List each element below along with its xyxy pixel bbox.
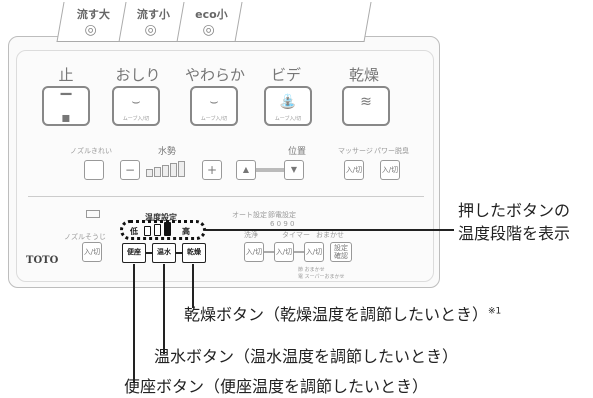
divider	[28, 196, 424, 197]
stop-icon: ▔▪	[60, 94, 72, 126]
seat-temp-button[interactable]: 便座	[122, 243, 146, 263]
position-down-button[interactable]: ▼	[284, 160, 304, 180]
dry-callout-line	[192, 264, 194, 308]
note-omakase: 節 おまかせ	[298, 267, 325, 273]
dry-wind-icon: ≋	[360, 94, 372, 110]
seat-callout-line	[133, 264, 135, 382]
nozzle-souji-button[interactable]: 入/切	[82, 242, 102, 262]
power-save-setting-label: 節電設定	[268, 211, 296, 219]
stop-button[interactable]: ▔▪	[42, 86, 90, 126]
massage-onoff-button[interactable]: 入/切	[344, 160, 364, 180]
wash-label: 洗浄	[244, 231, 258, 239]
yawaraka-button[interactable]: ⌣ ムーブ入/切	[190, 86, 238, 126]
dry-temp-button[interactable]: 乾燥	[182, 243, 206, 263]
timer-button[interactable]: 入/切	[274, 242, 294, 262]
water-callout-line	[163, 264, 165, 354]
position-slider-bar	[256, 168, 284, 172]
omakase-label: おまかせ	[316, 231, 344, 239]
water-minus-button[interactable]: −	[120, 160, 140, 180]
auto-wash-button[interactable]: 入/切	[244, 242, 264, 262]
battery-icon	[86, 210, 100, 218]
flush-eco-label: eco小	[195, 8, 228, 21]
temp-high-label: 高	[182, 227, 190, 236]
flush-big-label: 流す大	[76, 8, 110, 21]
bidet-spray-icon: ⛲	[279, 94, 297, 110]
temp-level-indicator	[144, 222, 178, 237]
yawaraka-label: やわらか	[184, 66, 245, 84]
temp-level-callout-line	[206, 229, 454, 231]
flush-blank-tab	[234, 2, 372, 42]
swirl-icon: ◎	[84, 22, 97, 38]
temp-level-callout: 押したボタンの 温度段階を表示	[458, 201, 571, 243]
oshiri-button[interactable]: ⌣ ムーブ入/切	[112, 86, 160, 126]
massage-label: マッサージ	[338, 147, 373, 155]
temp-level-highlight	[120, 220, 206, 240]
bidet-button[interactable]: ⛲ ムーブ入/切	[264, 86, 312, 126]
flush-small-label: 流す小	[136, 8, 170, 21]
temp-setting-label: 温度設定	[145, 213, 177, 222]
flush-small-button[interactable]: 流す小 ◎	[118, 2, 186, 42]
swirl-icon: ◎	[144, 22, 157, 38]
nozzle-souji-label: ノズルそうじ	[64, 233, 106, 241]
seat-button-callout: 便座ボタン（便座温度を調節したいとき）	[124, 377, 429, 396]
six-ninety-label: 6 0 9 0	[270, 220, 295, 228]
timer-label: タイマー	[282, 231, 310, 239]
dry-footnote-mark: ※1	[488, 306, 502, 317]
water-temp-button[interactable]: 温水	[152, 243, 176, 263]
connector	[294, 251, 304, 253]
connector	[264, 251, 274, 253]
setting-confirm-button[interactable]: 設定 確認	[330, 242, 352, 262]
bidet-label: ビデ	[270, 66, 301, 84]
power-deodorize-label: パワー脱臭	[374, 147, 409, 155]
water-button-callout: 温水ボタン（温水温度を調節したいとき）	[154, 347, 459, 366]
toto-logo: TOTO	[26, 255, 59, 266]
auto-setting-label: オート設定	[232, 211, 267, 219]
flush-tabs: 流す大 ◎ 流す小 ◎ eco小 ◎	[56, 2, 372, 44]
water-pressure-label: 水勢	[158, 147, 177, 157]
oshiri-spray-icon: ⌣	[131, 94, 141, 110]
deodorize-onoff-button[interactable]: 入/切	[380, 160, 400, 180]
dry-button[interactable]: ≋	[342, 86, 390, 126]
dry-button-callout: 乾燥ボタン（乾燥温度を調節したいとき）※1	[184, 301, 501, 325]
temp-connector	[146, 252, 152, 254]
temp-low-label: 低	[130, 227, 138, 236]
flush-eco-button[interactable]: eco小 ◎	[176, 2, 244, 42]
temp-connector	[176, 252, 182, 254]
swirl-icon: ◎	[202, 22, 215, 38]
stop-label: 止	[58, 66, 74, 84]
dry-button-callout-text: 乾燥ボタン（乾燥温度を調節したいとき）	[184, 305, 489, 324]
water-plus-button[interactable]: +	[202, 160, 222, 180]
omakase-button[interactable]: 入/切	[304, 242, 324, 262]
dry-label: 乾燥	[348, 66, 379, 84]
water-level-indicator	[146, 161, 196, 179]
nozzle-clean-label: ノズルきれい	[70, 147, 112, 155]
nozzle-clean-button[interactable]	[84, 160, 104, 180]
note-super-omakase: 電 スーパーおまかせ	[298, 274, 345, 280]
position-up-button[interactable]: ▲	[236, 160, 256, 180]
move-onoff-label: ムーブ入/切	[200, 116, 228, 122]
move-onoff-label: ムーブ入/切	[122, 116, 150, 122]
yawaraka-spray-icon: ⌣	[209, 94, 219, 110]
flush-big-button[interactable]: 流す大 ◎	[56, 2, 128, 42]
move-onoff-label: ムーブ入/切	[274, 116, 302, 122]
oshiri-label: おしり	[115, 66, 161, 84]
position-label: 位置	[288, 147, 307, 157]
